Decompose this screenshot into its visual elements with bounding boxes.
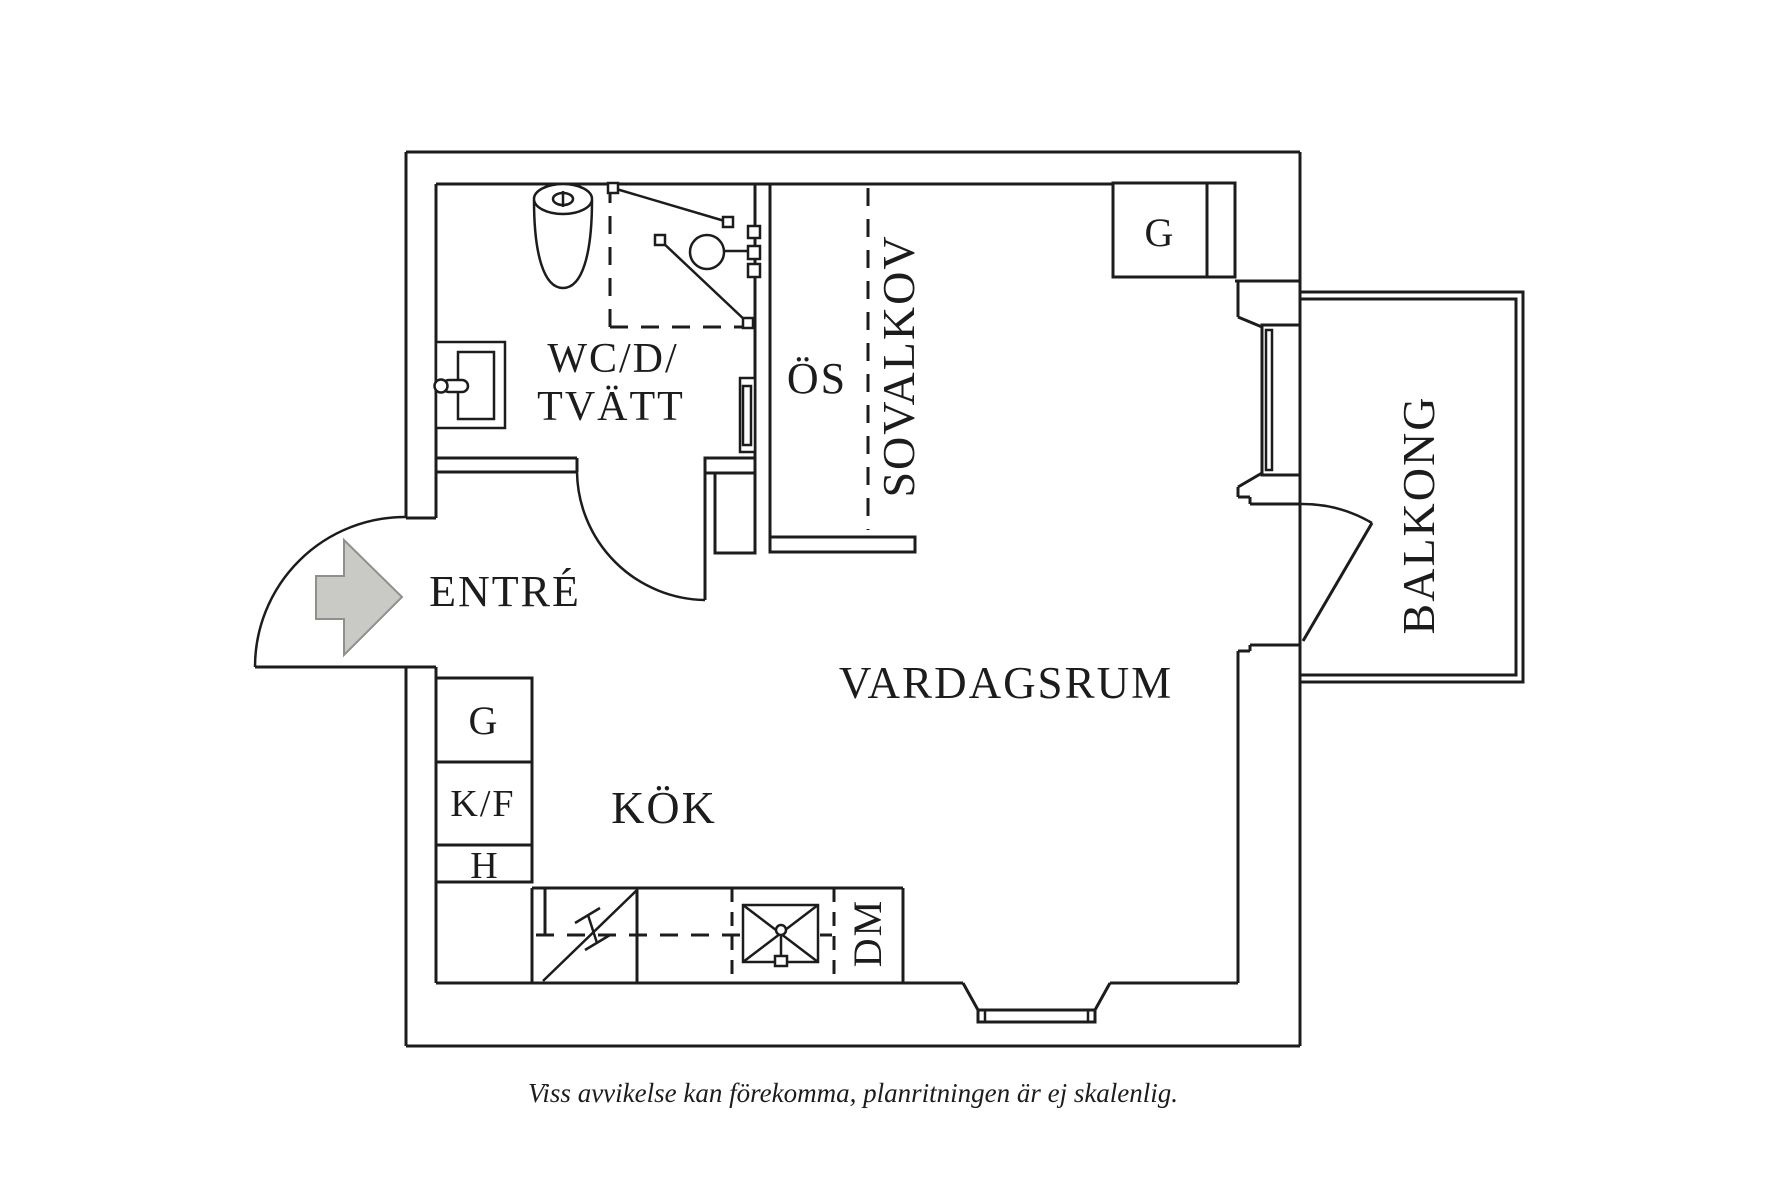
shower-head-icon	[688, 233, 751, 271]
kitchen-sink-icon	[741, 903, 820, 968]
kitchen-window	[961, 982, 1112, 1024]
kitchen-cabinets	[434, 676, 534, 884]
sleeping-alcove	[768, 184, 917, 554]
bathroom-door	[575, 458, 707, 602]
living-room-window	[1236, 281, 1302, 653]
room-label-alcove-abbr: ÖS	[787, 354, 847, 403]
fixture-label-wardrobe-top: G	[1145, 210, 1176, 255]
bathroom-radiator	[738, 376, 757, 454]
shower	[606, 181, 762, 330]
room-label-alcove: SOVALKOV	[873, 234, 924, 497]
fixture-label-fridge-freezer: K/F	[450, 783, 515, 825]
wardrobe-top-right	[1111, 181, 1237, 279]
toilet	[532, 182, 594, 290]
disclaimer-caption: Viss avvikelse kan förekomma, planritnin…	[528, 1078, 1178, 1108]
room-label-entrance: ENTRÉ	[429, 567, 581, 616]
stove-icon	[542, 889, 638, 982]
kitchen-counter	[530, 886, 905, 983]
balcony	[1300, 290, 1525, 684]
fixture-label-shelf: H	[470, 845, 499, 887]
balcony-door	[1300, 502, 1374, 642]
entrance-arrow-icon	[315, 537, 404, 658]
room-label-bathroom-line2: TVÄTT	[537, 384, 685, 430]
fixture-label-wardrobe-hall: G	[469, 698, 500, 743]
room-label-bathroom-line1: WC/D/	[547, 336, 678, 382]
room-label-kitchen: KÖK	[611, 782, 717, 833]
fixture-label-dishwasher: DM	[845, 899, 890, 967]
room-label-balcony: BALKONG	[1393, 396, 1444, 635]
bathroom-sink	[433, 340, 507, 430]
entrance-door	[253, 515, 407, 669]
room-label-living-room: VARDAGSRUM	[839, 658, 1173, 708]
